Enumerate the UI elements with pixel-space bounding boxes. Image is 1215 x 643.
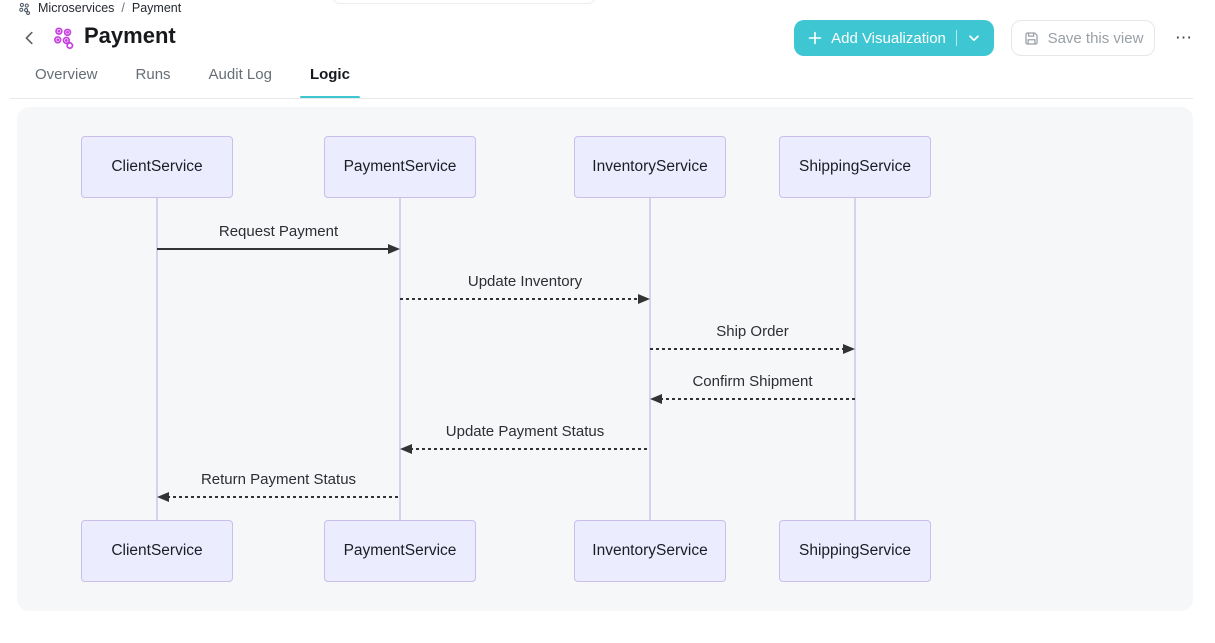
message-label-confirm-shipment: Confirm Shipment [692,373,813,390]
lifeline-clientservice [156,198,158,520]
add-visualization-label: Add Visualization [831,29,946,47]
more-options-button[interactable]: ⋯ [1164,20,1204,56]
plus-icon [807,30,823,46]
add-visualization-button[interactable]: Add Visualization [794,20,994,56]
message-line-update-payment-status [410,448,650,450]
back-button[interactable] [18,26,42,50]
tab-audit-log[interactable]: Audit Log [208,66,272,83]
message-line-ship-order [650,348,845,350]
message-line-return-payment-status [167,496,400,498]
participant-top-inventoryservice: InventoryService [574,136,726,198]
arrowhead-icon-confirm-shipment [650,394,662,404]
participant-bottom-inventoryservice: InventoryService [574,520,726,582]
save-this-view-label: Save this view [1047,29,1144,47]
arrowhead-icon-request-payment [388,244,400,254]
breadcrumb-separator: / [121,1,125,15]
message-label-ship-order: Ship Order [716,323,789,340]
message-line-update-inventory [400,298,640,300]
participant-top-shippingservice: ShippingService [779,136,931,198]
page-title: Payment [84,23,176,48]
breadcrumb-item-payment[interactable]: Payment [131,1,182,15]
tabs: Overview Runs Audit Log Logic [25,60,360,99]
button-divider [955,30,957,46]
tab-overview[interactable]: Overview [35,66,98,83]
tab-runs[interactable]: Runs [135,66,171,83]
participant-top-paymentservice: PaymentService [324,136,476,198]
breadcrumb: Microservices / Payment [18,1,181,15]
tabs-bottom-border [10,98,1193,99]
microservices-cluster-icon [18,2,31,15]
participant-bottom-paymentservice: PaymentService [324,520,476,582]
tab-logic[interactable]: Logic [299,60,360,99]
message-label-request-payment: Request Payment [218,223,339,240]
arrowhead-icon-update-payment-status [400,444,412,454]
top-sheet-edge-artifact [332,0,596,4]
message-line-request-payment [157,248,390,250]
lifeline-paymentservice [399,198,401,520]
lifeline-inventoryservice [649,198,651,520]
chevron-down-icon[interactable] [967,31,981,45]
chevron-left-icon [21,29,39,47]
ellipsis-icon: ⋯ [1175,28,1193,47]
participant-top-clientservice: ClientService [81,136,233,198]
lifeline-shippingservice [854,198,856,520]
message-label-update-payment-status: Update Payment Status [445,423,605,440]
arrowhead-icon-ship-order [843,344,855,354]
message-label-return-payment-status: Return Payment Status [200,471,357,488]
breadcrumb-item-microservices[interactable]: Microservices [38,1,115,15]
participant-bottom-shippingservice: ShippingService [779,520,931,582]
message-line-confirm-shipment [660,398,855,400]
arrowhead-icon-return-payment-status [157,492,169,502]
participant-bottom-clientservice: ClientService [81,520,233,582]
microservices-cluster-icon [52,26,75,50]
floppy-disk-icon [1023,30,1040,47]
save-this-view-button[interactable]: Save this view [1011,20,1155,56]
arrowhead-icon-update-inventory [638,294,650,304]
message-label-update-inventory: Update Inventory [467,273,583,290]
